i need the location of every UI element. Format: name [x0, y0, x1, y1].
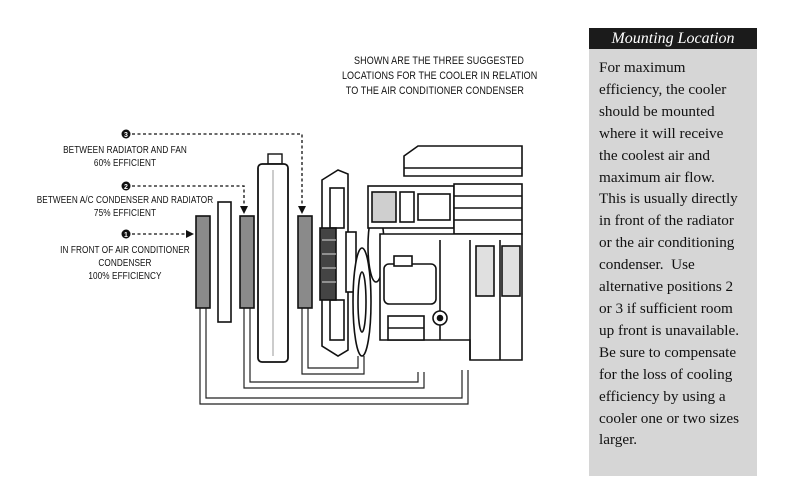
- cooler-position-1: [195, 215, 211, 309]
- location-1-efficiency: 100% EFFICIENCY: [88, 271, 162, 282]
- location-arrows: [132, 133, 303, 235]
- cooler-position-3: [297, 215, 313, 309]
- ac-condenser: [217, 201, 232, 323]
- diagram-header-line-2: LOCATIONS FOR THE COOLER IN RELATION: [341, 70, 538, 82]
- location-1-title: IN FRONT OF AIR CONDITIONER: [60, 245, 190, 256]
- cooler-location-diagram: 3 2 1: [121, 129, 523, 405]
- sidebar-line: efficiency by using a: [599, 387, 726, 405]
- cooler-outlet-lines: [199, 308, 469, 405]
- sidebar-line: condenser. Use: [599, 256, 695, 274]
- arrow-heads: [186, 206, 306, 238]
- sidebar-line: This is usually directly: [599, 190, 738, 208]
- marker-2-number: 2: [124, 184, 128, 191]
- marker-3-number: 3: [124, 132, 128, 139]
- sidebar-line: For maximum: [599, 59, 686, 76]
- cooler-position-2: [239, 215, 255, 309]
- sidebar-title: Mounting Location: [589, 28, 757, 49]
- location-2-efficiency: 75% EFFICIENT: [93, 208, 157, 219]
- fan: [319, 169, 357, 357]
- sidebar-line: where it will receive: [599, 124, 724, 142]
- location-3-caption: BETWEEN RADIATOR AND FAN 60% EFFICIENT: [55, 144, 194, 170]
- sidebar-line: up front is unavailable.: [599, 321, 740, 339]
- location-3-efficiency: 60% EFFICIENT: [93, 158, 157, 169]
- number-markers: 3 2 1: [121, 129, 131, 239]
- sidebar-line: should be mounted: [599, 102, 715, 120]
- sidebar-line: in front of the radiator: [599, 212, 734, 230]
- sidebar-body: For maximum efficiency, the cooler shoul…: [589, 49, 757, 451]
- marker-3: [121, 129, 131, 139]
- mounting-location-sidebar: Mounting Location For maximum efficiency…: [589, 28, 757, 476]
- location-2-caption: BETWEEN A/C CONDENSER AND RADIATOR 75% E…: [34, 194, 216, 220]
- sidebar-line: for the loss of cooling: [599, 365, 733, 383]
- diagram-header: SHOWN ARE THE THREE SUGGESTED LOCATIONS …: [341, 54, 538, 99]
- sidebar-line: or 3 if sufficient room: [599, 299, 733, 317]
- sidebar-line: Be sure to compensate: [599, 343, 737, 361]
- marker-1: [121, 229, 131, 239]
- sidebar-line: alternative positions 2: [599, 278, 734, 296]
- engine-block: [367, 145, 523, 361]
- location-1-caption: IN FRONT OF AIR CONDITIONER CONDENSER 10…: [55, 244, 194, 283]
- location-1-subtitle: CONDENSER: [98, 258, 152, 269]
- sidebar-line: maximum air flow.: [599, 168, 715, 186]
- location-3-title: BETWEEN RADIATOR AND FAN: [63, 145, 187, 156]
- marker-1-number: 1: [124, 232, 128, 239]
- diagram-header-line-1: SHOWN ARE THE THREE SUGGESTED: [354, 55, 524, 67]
- sidebar-line: efficiency, the cooler: [599, 80, 727, 98]
- marker-2: [121, 181, 131, 191]
- sidebar-line: cooler one or two sizes: [599, 409, 740, 427]
- sidebar-line: the coolest air and: [599, 146, 710, 164]
- location-2-title: BETWEEN A/C CONDENSER AND RADIATOR: [36, 195, 214, 206]
- diagram-header-line-3: TO THE AIR CONDITIONER CONDENSER: [345, 85, 524, 97]
- radiator: [257, 153, 289, 363]
- sidebar-line: larger.: [599, 431, 638, 449]
- sidebar-line: or the air conditioning: [599, 234, 735, 252]
